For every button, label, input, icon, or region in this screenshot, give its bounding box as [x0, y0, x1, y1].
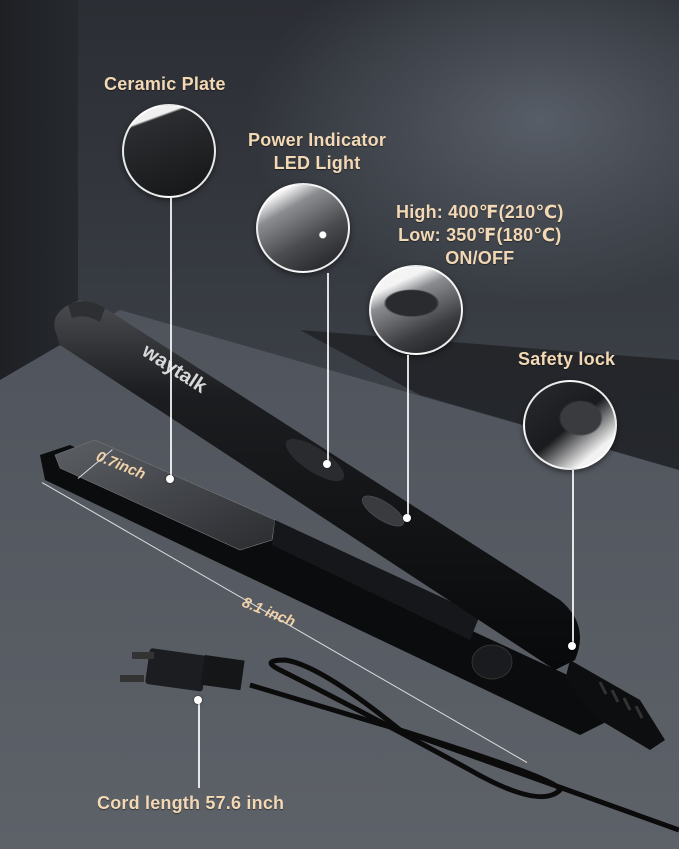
ceramic-plate-closeup-icon [122, 104, 216, 198]
cord-length-label: Cord length 57.6 inch [97, 793, 285, 813]
temperature-high: High: 400℉(210℃) [396, 202, 564, 222]
led-light-closeup-icon [256, 183, 350, 273]
plug-body [145, 648, 208, 692]
power-indicator-label-line2: LED Light [273, 153, 361, 173]
power-indicator-label: Power Indicator LED Light [248, 129, 386, 175]
switch-leader [407, 355, 409, 518]
switch-dot [403, 514, 411, 522]
ceramic-plate-label: Ceramic Plate [104, 74, 226, 94]
power-indicator-leader [327, 273, 329, 463]
cord-dot [194, 696, 202, 704]
safety-lock-dot [568, 642, 576, 650]
power-indicator-dot [323, 460, 331, 468]
upper-arm [54, 300, 581, 670]
power-indicator-label-line1: Power Indicator [248, 130, 387, 150]
temperature-low: Low: 350℉(180℃) [398, 225, 562, 245]
temperature-label: High: 400℉(210℃) Low: 350℉(180℃) ON/OFF [396, 201, 564, 270]
safety-lock-leader [572, 470, 574, 645]
safety-lock-label: Safety lock [518, 349, 616, 369]
lock-knob-closeup-icon [523, 380, 617, 470]
slider-switch-closeup-icon [369, 265, 463, 355]
ceramic-plate-surface [54, 439, 276, 551]
cord-leader [198, 700, 200, 788]
ceramic-plate-dot [166, 475, 174, 483]
ceramic-plate-leader [170, 198, 172, 478]
on-off-label: ON/OFF [445, 248, 515, 268]
